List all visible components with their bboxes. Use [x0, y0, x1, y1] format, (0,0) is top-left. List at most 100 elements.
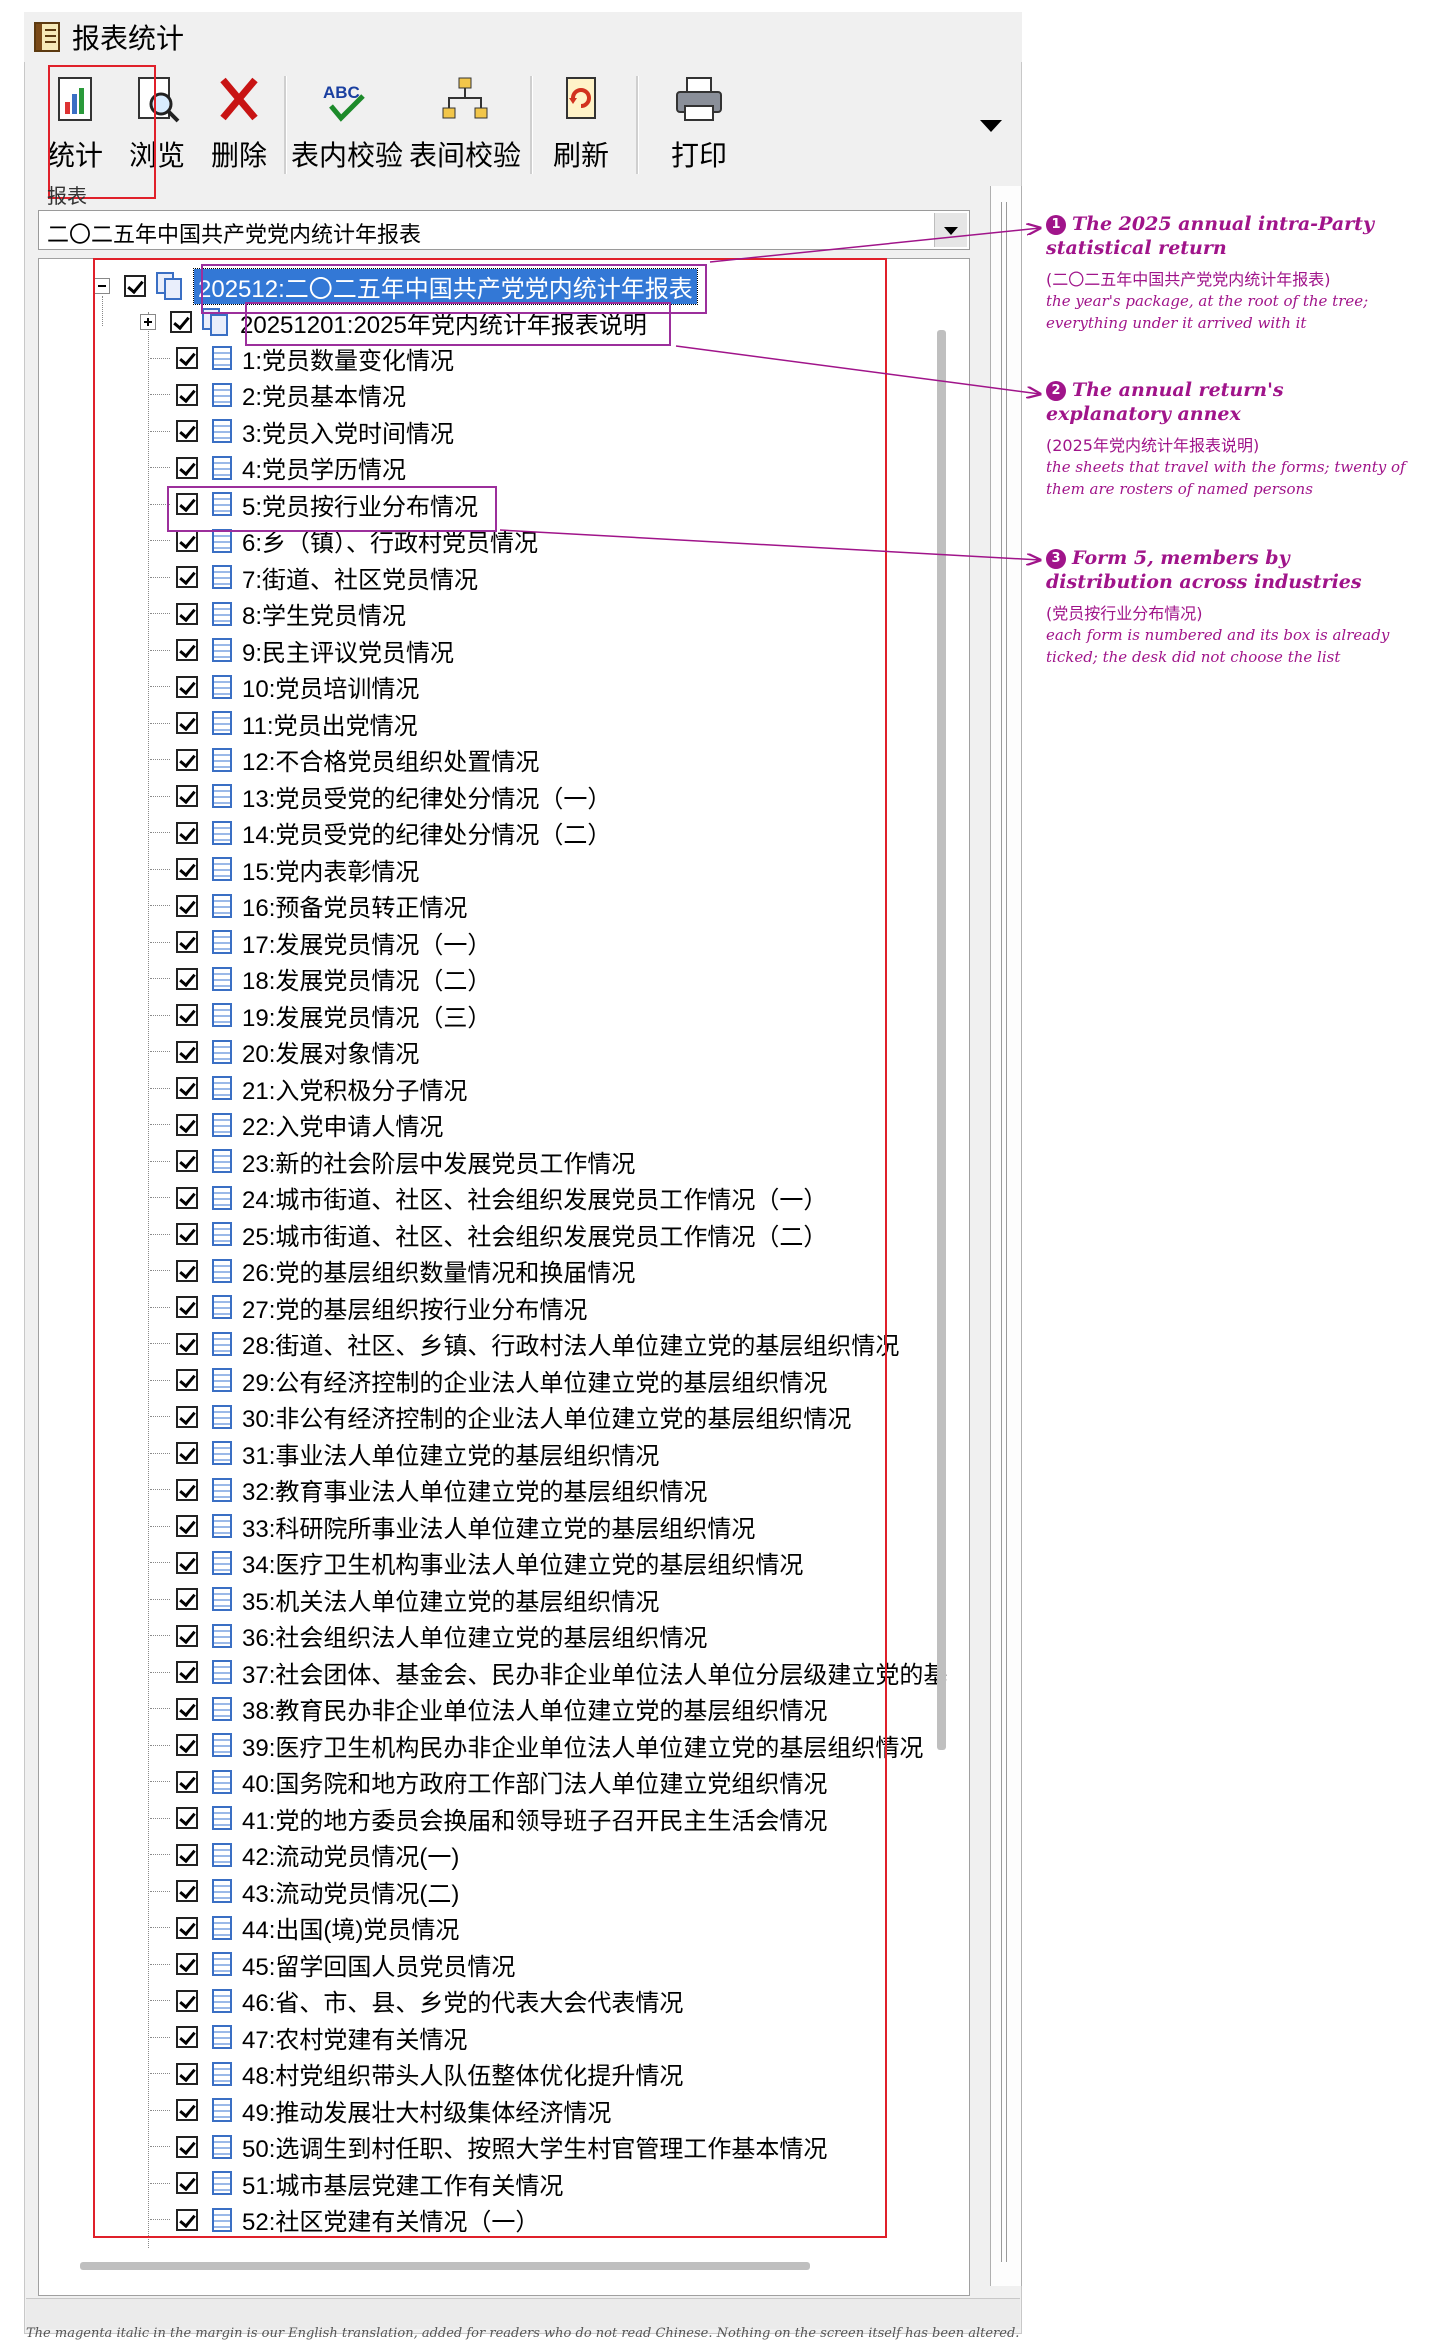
checkbox-checked-icon[interactable]	[176, 1077, 198, 1099]
checkbox-checked-icon[interactable]	[176, 1332, 198, 1355]
tree-form-item[interactable]: 51:城市基层党建工作有关情况	[150, 2167, 563, 2200]
checkbox-checked-icon[interactable]	[176, 1442, 198, 1464]
checkbox-checked-icon[interactable]	[176, 1223, 198, 1245]
checkbox-checked-icon[interactable]	[176, 1880, 198, 1902]
intra-table-check-button[interactable]: ABC 表内校验	[290, 70, 404, 180]
checkbox-checked-icon[interactable]	[176, 675, 198, 698]
tree-form-item[interactable]: 13:党员受党的纪律处分情况（一）	[150, 780, 611, 813]
tree-form-item[interactable]: 17:发展党员情况（一）	[150, 926, 491, 959]
tree-form-item[interactable]: 34:医疗卫生机构事业法人单位建立党的基层组织情况	[150, 1547, 803, 1579]
tree-form-item[interactable]: 5:党员按行业分布情况	[150, 488, 478, 521]
tree-form-item[interactable]: 16:预备党员转正情况	[150, 890, 467, 922]
tree-form-item[interactable]: 35:机关法人单位建立党的基层组织情况	[150, 1583, 659, 1616]
tree-form-item[interactable]: 46:省、市、县、乡党的代表大会代表情况	[150, 1985, 683, 2017]
tree-form-item[interactable]: 11:党员出党情况	[150, 707, 418, 740]
checkbox-checked-icon[interactable]	[176, 1734, 198, 1756]
tree-form-item[interactable]: 32:教育事业法人单位建立党的基层组织情况	[150, 1474, 707, 1506]
tree-form-item[interactable]: 50:选调生到村任职、按照大学生村官管理工作基本情况	[150, 2131, 827, 2163]
checkbox-checked-icon[interactable]	[176, 1186, 198, 1209]
inter-table-check-button[interactable]: 表间校验	[408, 70, 522, 180]
checkbox-checked-icon[interactable]	[176, 1515, 198, 1537]
tree-form-item[interactable]: 26:党的基层组织数量情况和换届情况	[150, 1255, 635, 1287]
splitter[interactable]	[990, 186, 1022, 2286]
checkbox-checked-icon[interactable]	[176, 1588, 198, 1610]
tree-form-item[interactable]: 12:不合格党员组织处置情况	[150, 744, 539, 776]
checkbox-checked-icon[interactable]	[176, 1807, 198, 1829]
checkbox-checked-icon[interactable]	[176, 456, 198, 479]
checkbox-checked-icon[interactable]	[176, 420, 198, 442]
tree-form-item[interactable]: 24:城市街道、社区、社会组织发展党员工作情况（一）	[150, 1182, 827, 1214]
checkbox-checked-icon[interactable]	[176, 894, 198, 917]
checkbox-checked-icon[interactable]	[176, 1551, 198, 1574]
delete-button[interactable]: 删除	[202, 70, 276, 180]
checkbox-checked-icon[interactable]	[176, 1624, 198, 1647]
checkbox-checked-icon[interactable]	[176, 1953, 198, 1975]
tree-form-item[interactable]: 20:发展对象情况	[150, 1036, 419, 1068]
checkbox-checked-icon[interactable]	[176, 1661, 198, 1683]
tree-form-item[interactable]: 29:公有经济控制的企业法人单位建立党的基层组织情况	[150, 1364, 827, 1397]
print-button[interactable]: 打印	[644, 70, 754, 180]
checkbox-checked-icon[interactable]	[176, 1296, 198, 1318]
tree-form-item[interactable]: 38:教育民办非企业单位法人单位建立党的基层组织情况	[150, 1693, 827, 1725]
checkbox-checked-icon[interactable]	[176, 712, 198, 734]
checkbox-checked-icon[interactable]	[176, 639, 198, 661]
tree-form-item[interactable]: 39:医疗卫生机构民办非企业单位法人单位建立党的基层组织情况	[150, 1729, 923, 1762]
tree-form-item[interactable]: 41:党的地方委员会换届和领导班子召开民主生活会情况	[150, 1802, 827, 1835]
tree-form-item[interactable]: 8:学生党员情况	[150, 598, 406, 630]
checkbox-checked-icon[interactable]	[176, 1916, 198, 1939]
checkbox-checked-icon[interactable]	[176, 2062, 198, 2085]
checkbox-checked-icon[interactable]	[176, 2172, 198, 2194]
tree-form-item[interactable]: 40:国务院和地方政府工作部门法人单位建立党组织情况	[150, 1766, 827, 1798]
tree-form-item[interactable]: 10:党员培训情况	[150, 671, 419, 703]
tree-form-item[interactable]: 36:社会组织法人单位建立党的基层组织情况	[150, 1620, 707, 1652]
stat-button[interactable]: 统计	[38, 70, 112, 180]
report-select-chevron-down-icon[interactable]	[934, 213, 967, 247]
checkbox-checked-icon[interactable]	[124, 275, 146, 297]
checkbox-checked-icon[interactable]	[176, 931, 198, 953]
checkbox-checked-icon[interactable]	[176, 1369, 198, 1391]
tree-form-item[interactable]: 2:党员基本情况	[150, 379, 406, 411]
report-select[interactable]: 二〇二五年中国共产党党内统计年报表	[38, 210, 970, 250]
tree-form-item[interactable]: 45:留学回国人员党员情况	[150, 1948, 515, 1981]
expand-icon[interactable]	[140, 314, 156, 330]
refresh-button[interactable]: 刷新	[536, 70, 626, 180]
tree-form-item[interactable]: 27:党的基层组织按行业分布情况	[150, 1291, 587, 1324]
checkbox-checked-icon[interactable]	[176, 2026, 198, 2048]
tree-form-item[interactable]: 22:入党申请人情况	[150, 1109, 443, 1141]
tree-form-item[interactable]: 9:民主评议党员情况	[150, 634, 454, 667]
tree-form-item[interactable]: 44:出国(境)党员情况	[150, 1912, 459, 1944]
tree-form-item[interactable]: 18:发展党员情况（二）	[150, 963, 491, 995]
tree-form-item[interactable]: 4:党员学历情况	[150, 452, 406, 484]
checkbox-checked-icon[interactable]	[176, 785, 198, 807]
tree-form-item[interactable]: 3:党员入党时间情况	[150, 415, 454, 448]
tree-form-item[interactable]: 47:农村党建有关情况	[150, 2021, 467, 2054]
tree-form-item[interactable]: 23:新的社会阶层中发展党员工作情况	[150, 1145, 635, 1178]
checkbox-checked-icon[interactable]	[176, 1770, 198, 1793]
tree-form-item[interactable]: 49:推动发展壮大村级集体经济情况	[150, 2094, 611, 2127]
checkbox-checked-icon[interactable]	[176, 347, 198, 369]
checkbox-checked-icon[interactable]	[176, 1843, 198, 1866]
checkbox-checked-icon[interactable]	[176, 1478, 198, 1501]
tree-form-item[interactable]: 14:党员受党的纪律处分情况（二）	[150, 817, 611, 849]
tree-form-item[interactable]: 28:街道、社区、乡镇、行政村法人单位建立党的基层组织情况	[150, 1328, 899, 1360]
checkbox-checked-icon[interactable]	[176, 493, 198, 515]
tree-form-item[interactable]: 25:城市街道、社区、社会组织发展党员工作情况（二）	[150, 1218, 827, 1251]
tree-form-item[interactable]: 43:流动党员情况(二)	[150, 1875, 459, 1908]
checkbox-checked-icon[interactable]	[176, 1697, 198, 1720]
tree-form-item[interactable]: 31:事业法人单位建立党的基层组织情况	[150, 1437, 659, 1470]
checkbox-checked-icon[interactable]	[176, 748, 198, 771]
checkbox-checked-icon[interactable]	[176, 1989, 198, 2012]
checkbox-checked-icon[interactable]	[176, 967, 198, 990]
tree-form-item[interactable]: 7:街道、社区党员情况	[150, 561, 478, 594]
tree-form-item[interactable]: 30:非公有经济控制的企业法人单位建立党的基层组织情况	[150, 1401, 851, 1433]
tree-form-item[interactable]: 21:入党积极分子情况	[150, 1072, 467, 1105]
tree-form-item[interactable]: 1:党员数量变化情况	[150, 342, 454, 375]
checkbox-checked-icon[interactable]	[176, 1405, 198, 1428]
tree-form-item[interactable]: 42:流动党员情况(一)	[150, 1839, 459, 1871]
checkbox-checked-icon[interactable]	[176, 858, 198, 880]
checkbox-checked-icon[interactable]	[176, 1150, 198, 1172]
checkbox-checked-icon[interactable]	[176, 2099, 198, 2121]
tree-form-item[interactable]: 52:社区党建有关情况（一）	[150, 2204, 539, 2236]
checkbox-checked-icon[interactable]	[176, 1259, 198, 1282]
checkbox-checked-icon[interactable]	[176, 1113, 198, 1136]
